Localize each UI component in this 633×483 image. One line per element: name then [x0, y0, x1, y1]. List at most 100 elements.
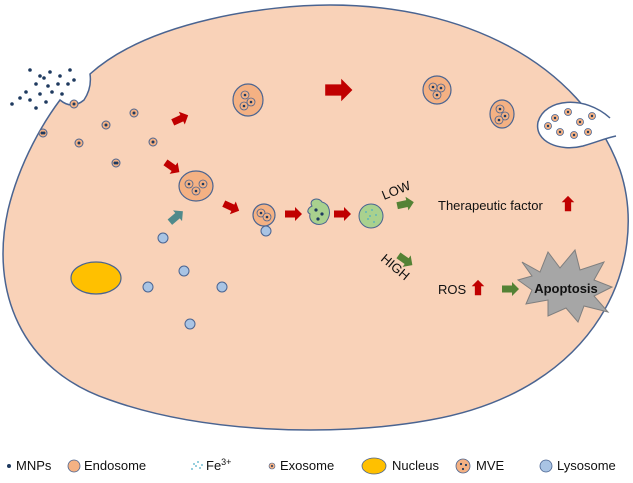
mve-middle-pathway [178, 170, 384, 237]
mnp-particle [572, 133, 576, 137]
endosome [148, 137, 158, 147]
mnp-particle [34, 106, 38, 110]
legend-label: MNPs [16, 458, 52, 473]
lysosome [260, 225, 272, 237]
lysosome-shape [539, 459, 553, 473]
mve-shape [455, 458, 471, 474]
mnp-particle [46, 84, 50, 88]
mnp-particle [42, 131, 46, 135]
lysosome [142, 281, 154, 293]
mnp-particle [320, 212, 324, 216]
up-arrow-ros [471, 279, 485, 296]
lysosome [157, 232, 169, 244]
fe3-particle [365, 211, 367, 213]
fe3-particle [371, 209, 373, 211]
released-exosome [564, 108, 572, 116]
mve [232, 83, 264, 117]
legend-label: Exosome [280, 458, 334, 473]
mnp-particle [48, 70, 52, 74]
mnp-particle [497, 118, 501, 122]
mnp-particle [586, 130, 590, 134]
mnp-particle [68, 68, 72, 72]
mnp-particle [104, 123, 108, 127]
arrow-shape [471, 279, 485, 296]
nucleus-shape [361, 457, 387, 475]
mnp-particle [38, 74, 42, 78]
mnp-particle [578, 120, 582, 124]
arrow-to-degrade [285, 207, 302, 221]
mnp-particle [38, 92, 42, 96]
legend-item: MNPs [7, 458, 52, 473]
mnp-particle [10, 102, 14, 106]
vesicle-membrane [358, 203, 384, 229]
fe3-dot [199, 467, 201, 469]
nucleus-icon [361, 457, 387, 475]
mve-membrane [178, 170, 214, 202]
fe3-particle [373, 221, 375, 223]
mve [178, 170, 214, 202]
mnp-particle [151, 140, 155, 144]
mnp-particle [558, 130, 562, 134]
legend-label: Endosome [84, 458, 146, 473]
arrow-low [396, 196, 414, 211]
mve [422, 75, 452, 105]
fe3-dot [195, 465, 197, 467]
mnp-particle [77, 141, 81, 145]
mnp-dot [464, 463, 468, 467]
fe3-dot [201, 464, 203, 466]
mnp-particle [314, 208, 318, 212]
nucleus [70, 261, 122, 295]
lysosome-vesicle [358, 203, 384, 229]
endosome [111, 158, 121, 168]
mnp-dot [461, 467, 465, 471]
mnp-particle [249, 100, 253, 104]
mnp-particle [60, 92, 64, 96]
mnp-particle [553, 116, 557, 120]
arrow-to-mve-mid [163, 159, 180, 174]
mnp-icon [7, 464, 11, 468]
arrow-to-mve [171, 111, 189, 126]
lysosome [178, 265, 190, 277]
mnp-particle [72, 102, 76, 106]
mnp-particle [24, 90, 28, 94]
mnp-particle [590, 114, 594, 118]
legend-label: Fe3+ [206, 457, 231, 473]
mve-icon [455, 458, 471, 474]
endosome-shape [67, 459, 81, 473]
mnp-particle [34, 82, 38, 86]
vesicle-membrane [307, 198, 330, 225]
arrow-shape [396, 252, 413, 267]
mnp-particle [28, 98, 32, 102]
arrow-lysosome-up [167, 210, 183, 225]
released-exosome [570, 131, 578, 139]
exocytosis-pocket [536, 101, 617, 149]
mnp-particle [44, 100, 48, 104]
endosome [38, 128, 48, 138]
arrow-to-fe3 [334, 207, 351, 221]
apoptosis-label: Apoptosis [534, 281, 598, 296]
endosomes [38, 99, 158, 168]
fe3-particle [375, 214, 377, 216]
arrow-to-apoptosis [502, 282, 519, 296]
mnp-particle [18, 96, 22, 100]
legend-label: Nucleus [392, 458, 439, 473]
mnp-particle [72, 78, 76, 82]
legend-label: MVE [476, 458, 505, 473]
arrow-high [396, 252, 413, 267]
mve-top-pathway [232, 75, 596, 139]
fe3-dot [191, 468, 193, 470]
fe3-particle [367, 218, 369, 220]
mnp-particle [187, 182, 191, 186]
endosome [129, 108, 139, 118]
mnp-particle [503, 114, 507, 118]
arrow-shape [171, 111, 189, 126]
mnp-particle [431, 85, 435, 89]
mnp-particle [132, 111, 136, 115]
released-exosome [544, 122, 552, 130]
legend-item: Nucleus [361, 457, 439, 475]
legend-item: MVE [455, 458, 505, 474]
mnp-particle [28, 68, 32, 72]
mnp-particle [439, 86, 443, 90]
mve [252, 203, 276, 227]
